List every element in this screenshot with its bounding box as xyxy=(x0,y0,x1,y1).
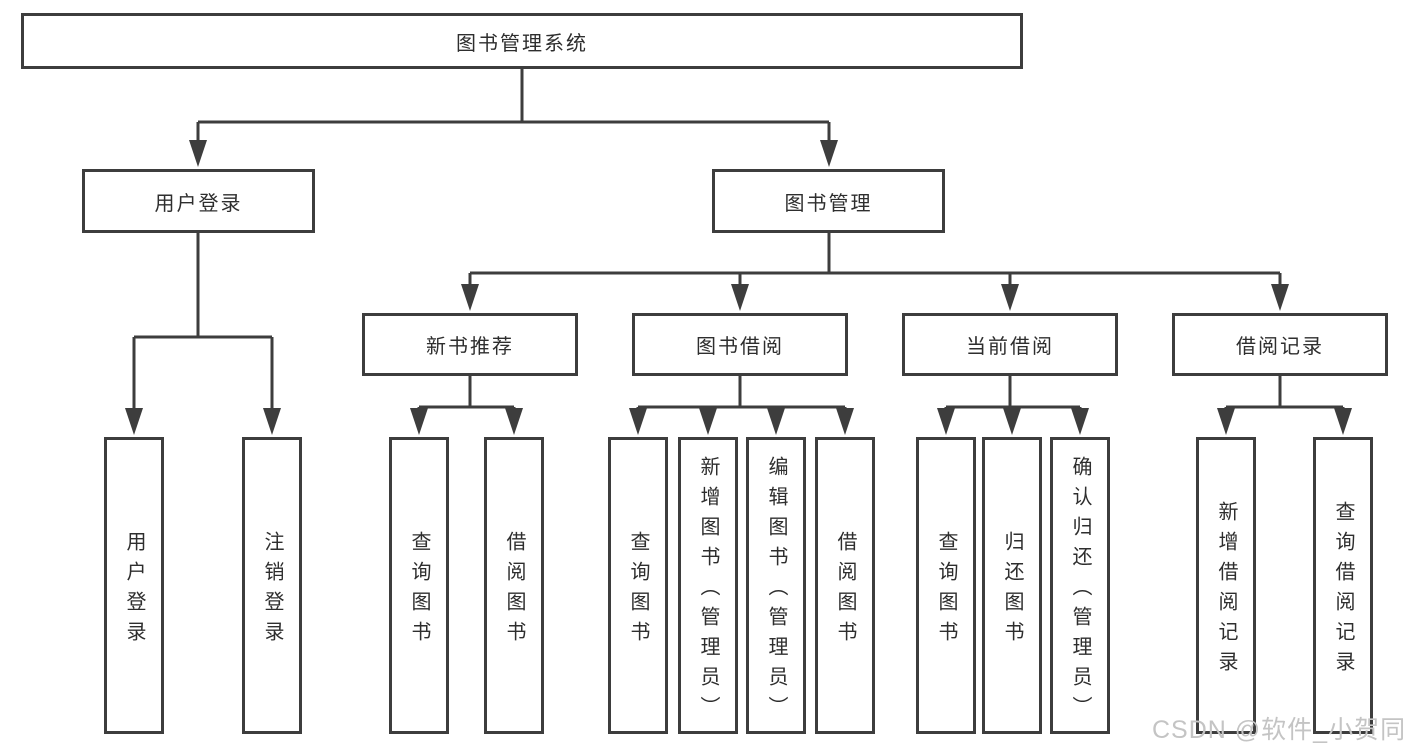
connector-current-borrow-split xyxy=(944,376,1082,416)
arrow-icon xyxy=(1271,284,1289,311)
node-leaf-return-books: 归还图书 xyxy=(982,437,1042,734)
node-leaf-add-borrow-record: 新增借阅记录 xyxy=(1196,437,1256,734)
node-user-login: 用户登录 xyxy=(82,169,315,233)
connector-borrow-record-split xyxy=(1224,376,1345,416)
node-book-management: 图书管理 xyxy=(712,169,945,233)
node-leaf-borrow-books: 借阅图书 xyxy=(815,437,875,734)
node-root: 图书管理系统 xyxy=(21,13,1023,69)
node-leaf-borrow-books-recommend: 借阅图书 xyxy=(484,437,544,734)
node-leaf-query-books-borrow: 查询图书 xyxy=(608,437,668,734)
node-leaf-add-books-admin: 新增图书（管理员） xyxy=(678,437,738,734)
arrow-icon xyxy=(1003,408,1021,435)
csdn-watermark: CSDN @软件_小贺同学 xyxy=(1152,716,1405,744)
node-leaf-edit-books-admin: 编辑图书（管理员） xyxy=(746,437,806,734)
arrow-icon xyxy=(125,408,143,435)
connector-new-book-split xyxy=(417,376,516,416)
arrow-icon xyxy=(699,408,717,435)
arrow-icon xyxy=(937,408,955,435)
arrow-icon xyxy=(263,408,281,435)
node-leaf-query-books-current: 查询图书 xyxy=(916,437,976,734)
arrow-icon xyxy=(820,140,838,167)
connector-root-split xyxy=(196,68,831,148)
node-current-borrowing: 当前借阅 xyxy=(902,313,1118,376)
arrow-icon xyxy=(731,284,749,311)
arrow-icon xyxy=(461,284,479,311)
node-book-borrowing: 图书借阅 xyxy=(632,313,848,376)
arrow-icon xyxy=(1217,408,1235,435)
arrow-icon xyxy=(505,408,523,435)
arrow-icon xyxy=(1071,408,1089,435)
node-borrowing-records: 借阅记录 xyxy=(1172,313,1388,376)
node-leaf-logout: 注销登录 xyxy=(242,437,302,734)
connector-user-login-split xyxy=(132,233,274,416)
arrow-icon xyxy=(629,408,647,435)
node-leaf-query-books-recommend: 查询图书 xyxy=(389,437,449,734)
node-leaf-user-login: 用户登录 xyxy=(104,437,164,734)
arrow-icon xyxy=(836,408,854,435)
node-leaf-query-borrow-record: 查询借阅记录 xyxy=(1313,437,1373,734)
connector-book-mgmt-split xyxy=(468,233,1282,292)
arrow-icon xyxy=(1001,284,1019,311)
arrow-icon xyxy=(189,140,207,167)
arrow-icon xyxy=(410,408,428,435)
arrow-icon xyxy=(1334,408,1352,435)
node-new-book-recommend: 新书推荐 xyxy=(362,313,578,376)
arrow-icon xyxy=(767,408,785,435)
node-leaf-confirm-return-admin: 确认归还（管理员） xyxy=(1050,437,1110,734)
connector-book-borrow-split xyxy=(636,376,847,416)
